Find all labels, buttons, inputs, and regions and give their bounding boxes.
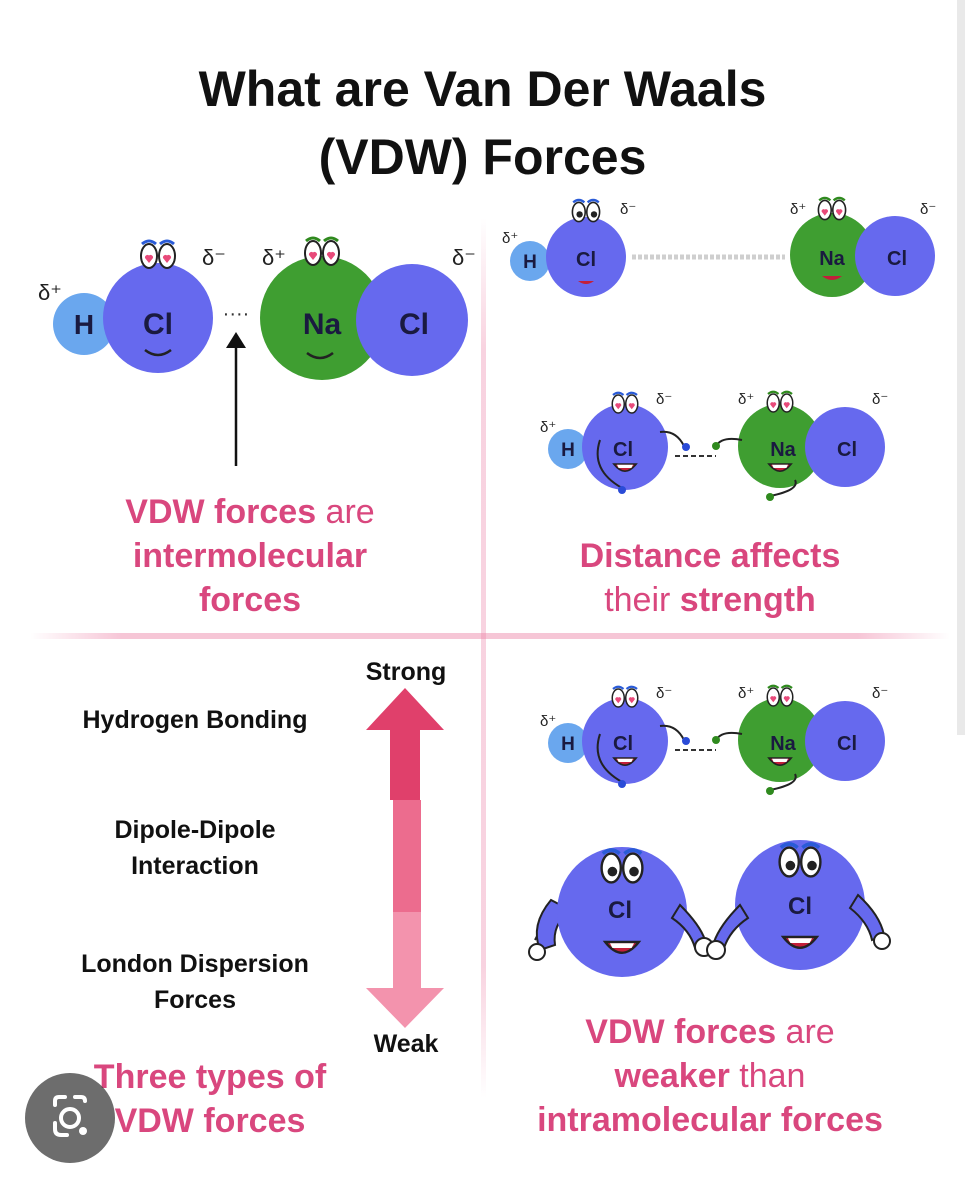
caption-light: than [729,1057,806,1095]
caption-line: intramolecular forces [537,1101,883,1139]
arm-line [659,430,685,447]
delta-minus-label: δ⁻ [620,201,636,218]
caption-light: their [604,581,680,619]
caption-distance: Distance affects their strength [520,534,900,622]
type-line: London Dispersion [81,950,309,978]
delta-minus-label: δ⁻ [452,245,476,270]
molecules-close-pair: H Cl δ⁺ δ⁻ Na Cl δ⁺ δ⁻ [540,390,888,501]
smile-icon [822,276,842,280]
delta-plus-label: δ⁺ [738,391,754,408]
type-dipole-dipole: Dipole-Dipole Interaction [40,812,350,884]
google-lens-icon [53,1095,87,1137]
vertical-divider [481,218,486,1098]
hand-right [873,932,891,950]
cl2-molecule: Cl Cl [528,840,891,977]
caption-bold: VDW forces [585,1013,777,1051]
weak-label: Weak [373,1030,439,1058]
caption-bold: strength [679,581,816,619]
chlorine-atom [356,264,468,376]
delta-plus-label: δ⁺ [38,280,62,305]
atom-label-cl: Cl [837,439,857,461]
arm-line [596,439,623,489]
nacl-molecule-large: Na Cl δ⁺ δ⁻ [260,236,476,380]
hand-left [528,943,546,961]
caption-line: VDW forces [114,1102,306,1140]
atom-label-na: Na [303,308,342,341]
caption-line: Distance affects [579,537,841,575]
strong-label: Strong [365,658,447,686]
nacl-molecule-far: Na Cl δ⁺ δ⁻ [790,196,936,297]
atom-label-h: H [561,440,575,461]
hcl-molecule-large: H Cl δ⁺ δ⁻ [38,239,226,373]
molecules-close-pair-copy [540,685,888,795]
weak-bond-dots: ···· [223,303,250,325]
smile-icon [144,348,172,357]
delta-plus-label: δ⁺ [540,419,556,436]
delta-minus-label: δ⁻ [872,391,888,408]
hand-dot [712,442,720,450]
arm-line [769,479,797,497]
delta-minus-label: δ⁻ [202,245,226,270]
caption-three-types: Three types of VDW forces [40,1055,380,1143]
chlorine-atom [557,847,687,977]
delta-plus-label: δ⁺ [262,245,286,270]
delta-plus-label: δ⁺ [502,230,518,247]
title-line-2: (VDW) Forces [318,129,647,185]
caption-intermolecular: VDW forces are intermolecular forces [60,490,440,622]
smile-icon [306,351,334,360]
atom-label-cl: Cl [576,249,596,271]
hand-dot [766,493,774,501]
type-line: Interaction [131,852,259,880]
arrow-head-down [366,912,444,1028]
delta-minus-label: δ⁻ [656,391,672,408]
type-line: Forces [154,986,236,1014]
caption-bold: VDW forces [125,493,317,531]
arrow-shaft-middle [393,800,421,912]
hydrogen-atom [53,293,115,355]
delta-plus-label: δ⁺ [790,201,806,218]
type-line: Dipole-Dipole [114,816,276,844]
caption-line: forces [198,581,302,619]
type-hydrogen-bonding: Hydrogen Bonding [82,706,308,734]
arm-right [848,893,886,942]
horizontal-divider [30,633,950,639]
chlorine-atom [103,263,213,373]
atom-label-h: H [523,252,537,273]
smile-icon [578,281,594,284]
pointer-arrow [226,332,246,466]
atom-label-na: Na [770,439,796,461]
atom-label-cl: Cl [613,439,633,461]
sodium-atom [260,256,384,380]
atom-label-cl: Cl [887,248,907,270]
strength-arrow [366,688,444,1028]
type-london-dispersion: London Dispersion Forces [40,946,350,1018]
caption-line: intermolecular [132,537,368,575]
atom-label-cl-right: Cl [788,893,812,920]
atom-label-cl: Cl [399,308,429,341]
hand-dot [618,486,626,494]
caption-bold: weaker [614,1057,730,1095]
atom-label-cl: Cl [143,308,173,341]
hand-dot [682,443,690,451]
hcl-molecule-far: H Cl δ⁺ δ⁻ [502,198,636,297]
atom-label-h: H [74,309,94,340]
atom-label-cl-left: Cl [608,897,632,924]
hand-clasp [706,940,726,960]
atom-label-na: Na [819,248,845,270]
title-line-1: What are Van Der Waals [198,61,767,117]
caption-light: are [316,493,375,531]
google-lens-button[interactable] [25,1073,115,1163]
page-title: What are Van Der Waals (VDW) Forces [0,55,965,191]
chlorine-atom [735,840,865,970]
arrow-head-up [366,688,444,800]
caption-line: Three types of [93,1058,327,1096]
scrollbar-track [957,0,965,735]
caption-weaker: VDW forces are weaker than intramolecula… [500,1010,920,1142]
delta-minus-label: δ⁻ [920,201,936,218]
caption-light: are [776,1013,835,1051]
